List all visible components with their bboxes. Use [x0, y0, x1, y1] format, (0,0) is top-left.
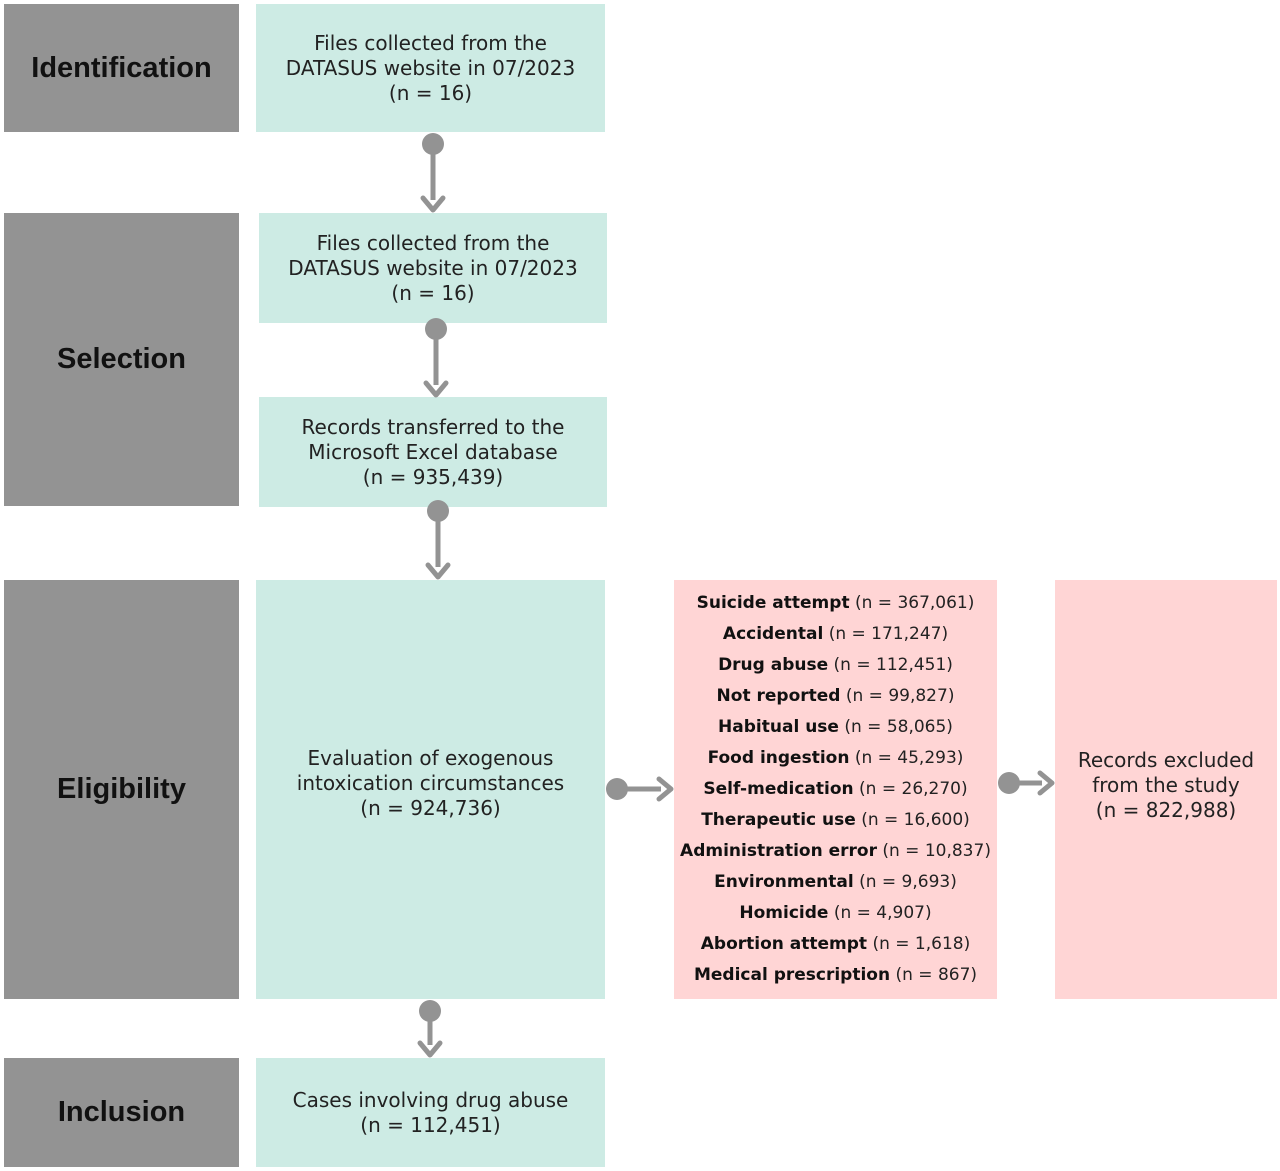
circumstance-label: Not reported [716, 686, 841, 706]
stage-eligibility-label: Eligibility [57, 773, 186, 805]
circumstance-item: Self-medication (n = 26,270) [703, 774, 967, 805]
identification-box-line: DATASUS website in 07/2023 [285, 55, 576, 80]
selection-records-box-line: Microsoft Excel database [308, 439, 558, 464]
circumstance-item: Administration error (n = 10,837) [680, 836, 991, 867]
selection-files-box-line: (n = 16) [391, 280, 475, 305]
circumstance-count: (n = 4,907) [833, 903, 932, 923]
stage-selection-label: Selection [57, 343, 186, 375]
selection-records-box: Records transferred to the Microsoft Exc… [259, 397, 607, 507]
identification-box: Files collected from the DATASUS website… [256, 4, 605, 132]
excluded-box-line: Records excluded [1077, 748, 1255, 772]
stage-selection: Selection [4, 213, 239, 506]
circumstance-item: Environmental (n = 9,693) [714, 867, 957, 898]
circumstance-item: Not reported (n = 99,827) [717, 681, 955, 712]
circumstance-item: Medical prescription (n = 867) [694, 960, 977, 991]
stage-identification: Identification [4, 4, 239, 132]
connector-evaluation-to-circumstances [606, 776, 674, 802]
circumstance-label: Food ingestion [707, 748, 850, 768]
circumstance-count: (n = 26,270) [859, 779, 968, 799]
circumstance-label: Self-medication [703, 779, 854, 799]
connector-circumstances-to-excluded [998, 770, 1055, 796]
circumstance-item: Homicide (n = 4,907) [739, 898, 931, 929]
circumstance-label: Administration error [680, 841, 877, 861]
circumstance-item: Therapeutic use (n = 16,600) [701, 805, 970, 836]
circumstance-label: Abortion attempt [700, 934, 868, 954]
connector-files-to-records [423, 318, 449, 398]
circumstance-count: (n = 58,065) [844, 717, 953, 737]
excluded-box: Records excluded from the study (n = 822… [1055, 580, 1277, 999]
circumstance-count: (n = 99,827) [845, 686, 955, 706]
circumstance-count: (n = 9,693) [859, 872, 957, 892]
circumstance-label: Habitual use [718, 717, 839, 737]
circumstance-label: Homicide [739, 903, 829, 923]
circumstance-item: Abortion attempt (n = 1,618) [701, 929, 970, 960]
evaluation-box-line: intoxication circumstances [296, 771, 565, 795]
circumstance-item: Suicide attempt (n = 367,061) [697, 588, 975, 619]
stage-inclusion: Inclusion [4, 1058, 239, 1167]
circumstance-count: (n = 171,247) [828, 624, 949, 644]
selection-files-box: Files collected from the DATASUS website… [259, 213, 607, 323]
selection-records-box-line: Records transferred to the [301, 414, 565, 439]
circumstance-label: Therapeutic use [701, 810, 856, 830]
circumstance-item: Drug abuse (n = 112,451) [718, 650, 953, 681]
selection-records-box-line: (n = 935,439) [362, 464, 504, 489]
identification-box-line: (n = 16) [388, 80, 473, 105]
circumstance-item: Accidental (n = 171,247) [723, 619, 948, 650]
circumstance-count: (n = 16,600) [861, 810, 970, 830]
circumstance-count: (n = 45,293) [854, 748, 964, 768]
circumstance-label: Accidental [722, 624, 824, 644]
circumstance-item: Habitual use (n = 58,065) [718, 712, 953, 743]
circumstance-label: Environmental [714, 872, 854, 892]
excluded-box-line: (n = 822,988) [1095, 798, 1237, 822]
connector-evaluation-to-inclusion [417, 1000, 443, 1058]
circumstance-label: Drug abuse [718, 655, 829, 675]
inclusion-box-line: Cases involving drug abuse [292, 1087, 569, 1112]
circumstance-count: (n = 867) [895, 965, 978, 985]
evaluation-box-line: (n = 924,736) [360, 796, 501, 820]
evaluation-box-line: Evaluation of exogenous [307, 746, 554, 770]
circumstance-count: (n = 367,061) [854, 593, 975, 613]
excluded-box-line: from the study [1092, 773, 1240, 797]
inclusion-box: Cases involving drug abuse (n = 112,451) [256, 1058, 605, 1167]
circumstance-label: Suicide attempt [696, 593, 850, 613]
stage-eligibility: Eligibility [4, 580, 239, 999]
evaluation-box: Evaluation of exogenous intoxication cir… [256, 580, 605, 999]
identification-box-line: Files collected from the [314, 30, 547, 55]
circumstance-count: (n = 1,618) [872, 934, 971, 954]
circumstance-label: Medical prescription [693, 965, 891, 985]
stage-identification-label: Identification [31, 51, 212, 84]
selection-files-box-line: Files collected from the [316, 230, 550, 255]
inclusion-box-line: (n = 112,451) [360, 1112, 501, 1137]
selection-files-box-line: DATASUS website in 07/2023 [288, 255, 578, 280]
circumstances-box: Suicide attempt (n = 367,061) Accidental… [674, 580, 997, 999]
circumstance-count: (n = 10,837) [882, 841, 991, 861]
stage-inclusion-label: Inclusion [57, 1096, 186, 1128]
circumstance-item: Food ingestion (n = 45,293) [708, 743, 964, 774]
connector-identification-to-selection [420, 133, 446, 213]
circumstance-count: (n = 112,451) [833, 655, 953, 675]
connector-records-to-evaluation [425, 500, 451, 580]
